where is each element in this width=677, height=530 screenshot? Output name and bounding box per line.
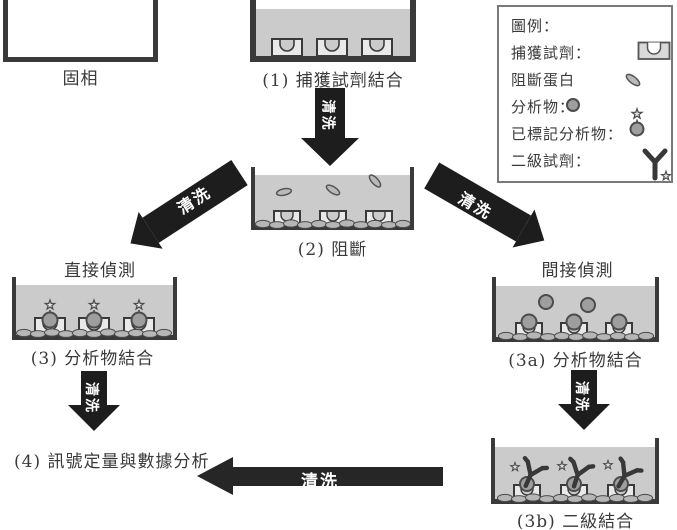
analyte-icon bbox=[566, 98, 580, 112]
indirect-detection-plate-graphic bbox=[492, 277, 659, 342]
direct-detection-plate-graphic bbox=[12, 277, 177, 340]
wash-arrow-1-head bbox=[301, 138, 359, 166]
wash-arrow-1-body bbox=[315, 88, 345, 138]
legend-item-secondary-reagent: 二級試劑： bbox=[511, 152, 592, 170]
legend-item-blocking-protein: 阻斷蛋白 bbox=[511, 71, 576, 89]
legend-item-labeled-analyte: 已標記分析物： bbox=[511, 125, 624, 143]
wash-arrow-left-diagonal: 清洗 bbox=[118, 154, 252, 262]
wash-arrow-horizontal-body bbox=[233, 467, 443, 486]
wash-arrow-2-head bbox=[68, 405, 120, 431]
secondary-reagent-icon bbox=[642, 148, 672, 181]
step4-label: (4) 訊號定量與數據分析 bbox=[14, 452, 210, 472]
labeled-analyte-icon bbox=[629, 108, 645, 137]
step3b-label: (3b) 二級結合 bbox=[516, 512, 635, 530]
direct-detection-heading: 直接偵測 bbox=[64, 261, 136, 281]
capture-plate-graphic bbox=[250, 0, 416, 62]
wash-arrow-3-body bbox=[571, 370, 597, 406]
blocking-protein-icon bbox=[625, 73, 641, 87]
wash-arrow-2-body bbox=[81, 371, 107, 407]
wash-arrow-1-label: 清洗 bbox=[319, 99, 336, 132]
wash-arrow-horizontal-head bbox=[197, 457, 233, 495]
secondary-binding-plate-graphic bbox=[491, 438, 659, 504]
indirect-detection-heading: 間接偵測 bbox=[541, 261, 614, 281]
solid-phase-label: 固相 bbox=[62, 69, 99, 89]
legend-box: 圖例： 捕獲試劑： 阻斷蛋白 分析物： 已標記分析物： 二級試劑： bbox=[497, 5, 673, 183]
capture-reagent-icon bbox=[637, 41, 671, 60]
legend-item-capture-reagent: 捕獲試劑： bbox=[511, 44, 592, 62]
wash-arrow-horizontal-label: 清洗 bbox=[301, 472, 339, 492]
wash-arrow-2-label: 清洗 bbox=[83, 382, 99, 414]
step3a-label: (3a) 分析物結合 bbox=[508, 351, 643, 371]
labeled-analytes bbox=[41, 299, 148, 329]
step1-label: (1) 捕獲試劑結合 bbox=[262, 71, 404, 91]
solid-phase-box bbox=[3, 0, 158, 62]
step3-label: (3) 分析物結合 bbox=[30, 349, 155, 369]
step2-label: (2) 阻斷 bbox=[297, 240, 368, 260]
wash-arrow-3-head bbox=[558, 404, 610, 430]
wash-arrow-left-label: 清洗 bbox=[173, 182, 215, 218]
legend-title: 圖例： bbox=[511, 17, 560, 35]
legend-item-analyte: 分析物： bbox=[511, 98, 576, 116]
wash-arrow-3-label: 清洗 bbox=[573, 381, 589, 413]
blocking-plate-graphic bbox=[251, 167, 414, 230]
